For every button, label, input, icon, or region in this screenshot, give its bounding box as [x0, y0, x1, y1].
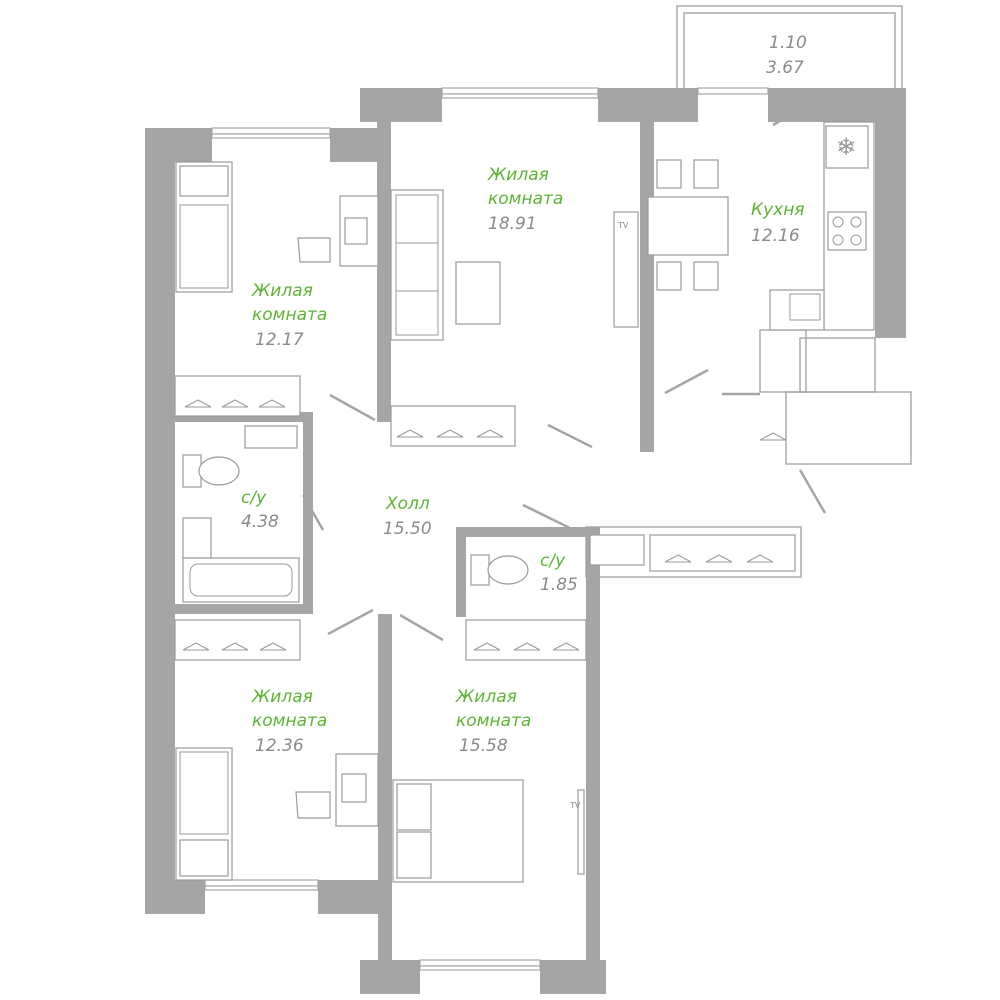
tv-stand: TV: [569, 789, 585, 875]
room-name: с/у: [540, 551, 566, 571]
room-name: Кухня: [751, 200, 805, 220]
bed-icon: [175, 747, 233, 881]
room-name: Жилая: [455, 687, 517, 707]
washing-machine: [244, 425, 298, 449]
room-name: комната: [252, 305, 327, 325]
room-area: 12.36: [255, 736, 304, 756]
room-living-3: Жилая комната 12.36: [251, 687, 327, 756]
tv-label: TV: [569, 801, 581, 810]
wardrobe-living: [390, 405, 516, 447]
balcony-area: 3.67: [766, 58, 804, 78]
wardrobe: [465, 619, 587, 661]
room-kitchen: Кухня 12.16: [751, 200, 805, 246]
doors: [301, 98, 827, 642]
stove-icon: [827, 211, 867, 251]
bathtub-icon: [182, 557, 300, 603]
wardrobe: [174, 619, 301, 661]
chair-icon: [295, 791, 331, 819]
room-name: Жилая: [251, 687, 313, 707]
desk-icon: [335, 753, 379, 827]
toilet-icon: [470, 554, 529, 586]
walls: [145, 87, 912, 994]
svg-text:❄: ❄: [836, 133, 856, 161]
corridor-wardrobe: [589, 534, 796, 572]
tv-stand: TV: [613, 211, 639, 328]
room-name: с/у: [241, 488, 267, 508]
toilet-icon: [182, 454, 240, 488]
hanger-icon: [182, 399, 787, 651]
room-hall: Холл 15.50: [383, 494, 432, 539]
chair-icon: [297, 237, 331, 263]
tv-label: TV: [617, 221, 629, 230]
room-living-1: Жилая комната 18.91: [487, 165, 563, 234]
room-area: 12.16: [751, 226, 800, 246]
sink-icon: [182, 517, 212, 559]
room-name: Жилая: [251, 281, 313, 301]
snowflake-icon: ❄: [825, 125, 869, 169]
room-area: 1.85: [540, 575, 578, 595]
room-name: комната: [488, 189, 563, 209]
room-area: 15.58: [459, 736, 508, 756]
room-area: 12.17: [255, 330, 304, 350]
balcony-number: 1.10: [769, 33, 807, 53]
bed-icon: [175, 161, 233, 293]
room-bathroom-2: с/у 1.85: [540, 551, 578, 595]
sink-icon: [769, 289, 825, 331]
room-name: комната: [252, 711, 327, 731]
balcony-label: 1.10 3.67: [766, 33, 807, 78]
room-name: Жилая: [487, 165, 549, 185]
room-name: комната: [456, 711, 531, 731]
room-living-2: Жилая комната 12.17: [251, 281, 327, 350]
room-name: Холл: [385, 494, 430, 514]
room-area: 15.50: [383, 519, 432, 539]
room-area: 4.38: [241, 512, 279, 532]
desk-icon: [339, 195, 379, 267]
wardrobe: [174, 375, 301, 417]
room-area: 18.91: [488, 214, 537, 234]
coffee-table: [455, 261, 501, 325]
room-bathroom-1: с/у 4.38: [241, 488, 279, 532]
bed-icon: [392, 779, 524, 883]
sofa-icon: [390, 189, 444, 341]
room-living-4: Жилая комната 15.58: [455, 687, 531, 756]
dining-table: [647, 159, 729, 291]
